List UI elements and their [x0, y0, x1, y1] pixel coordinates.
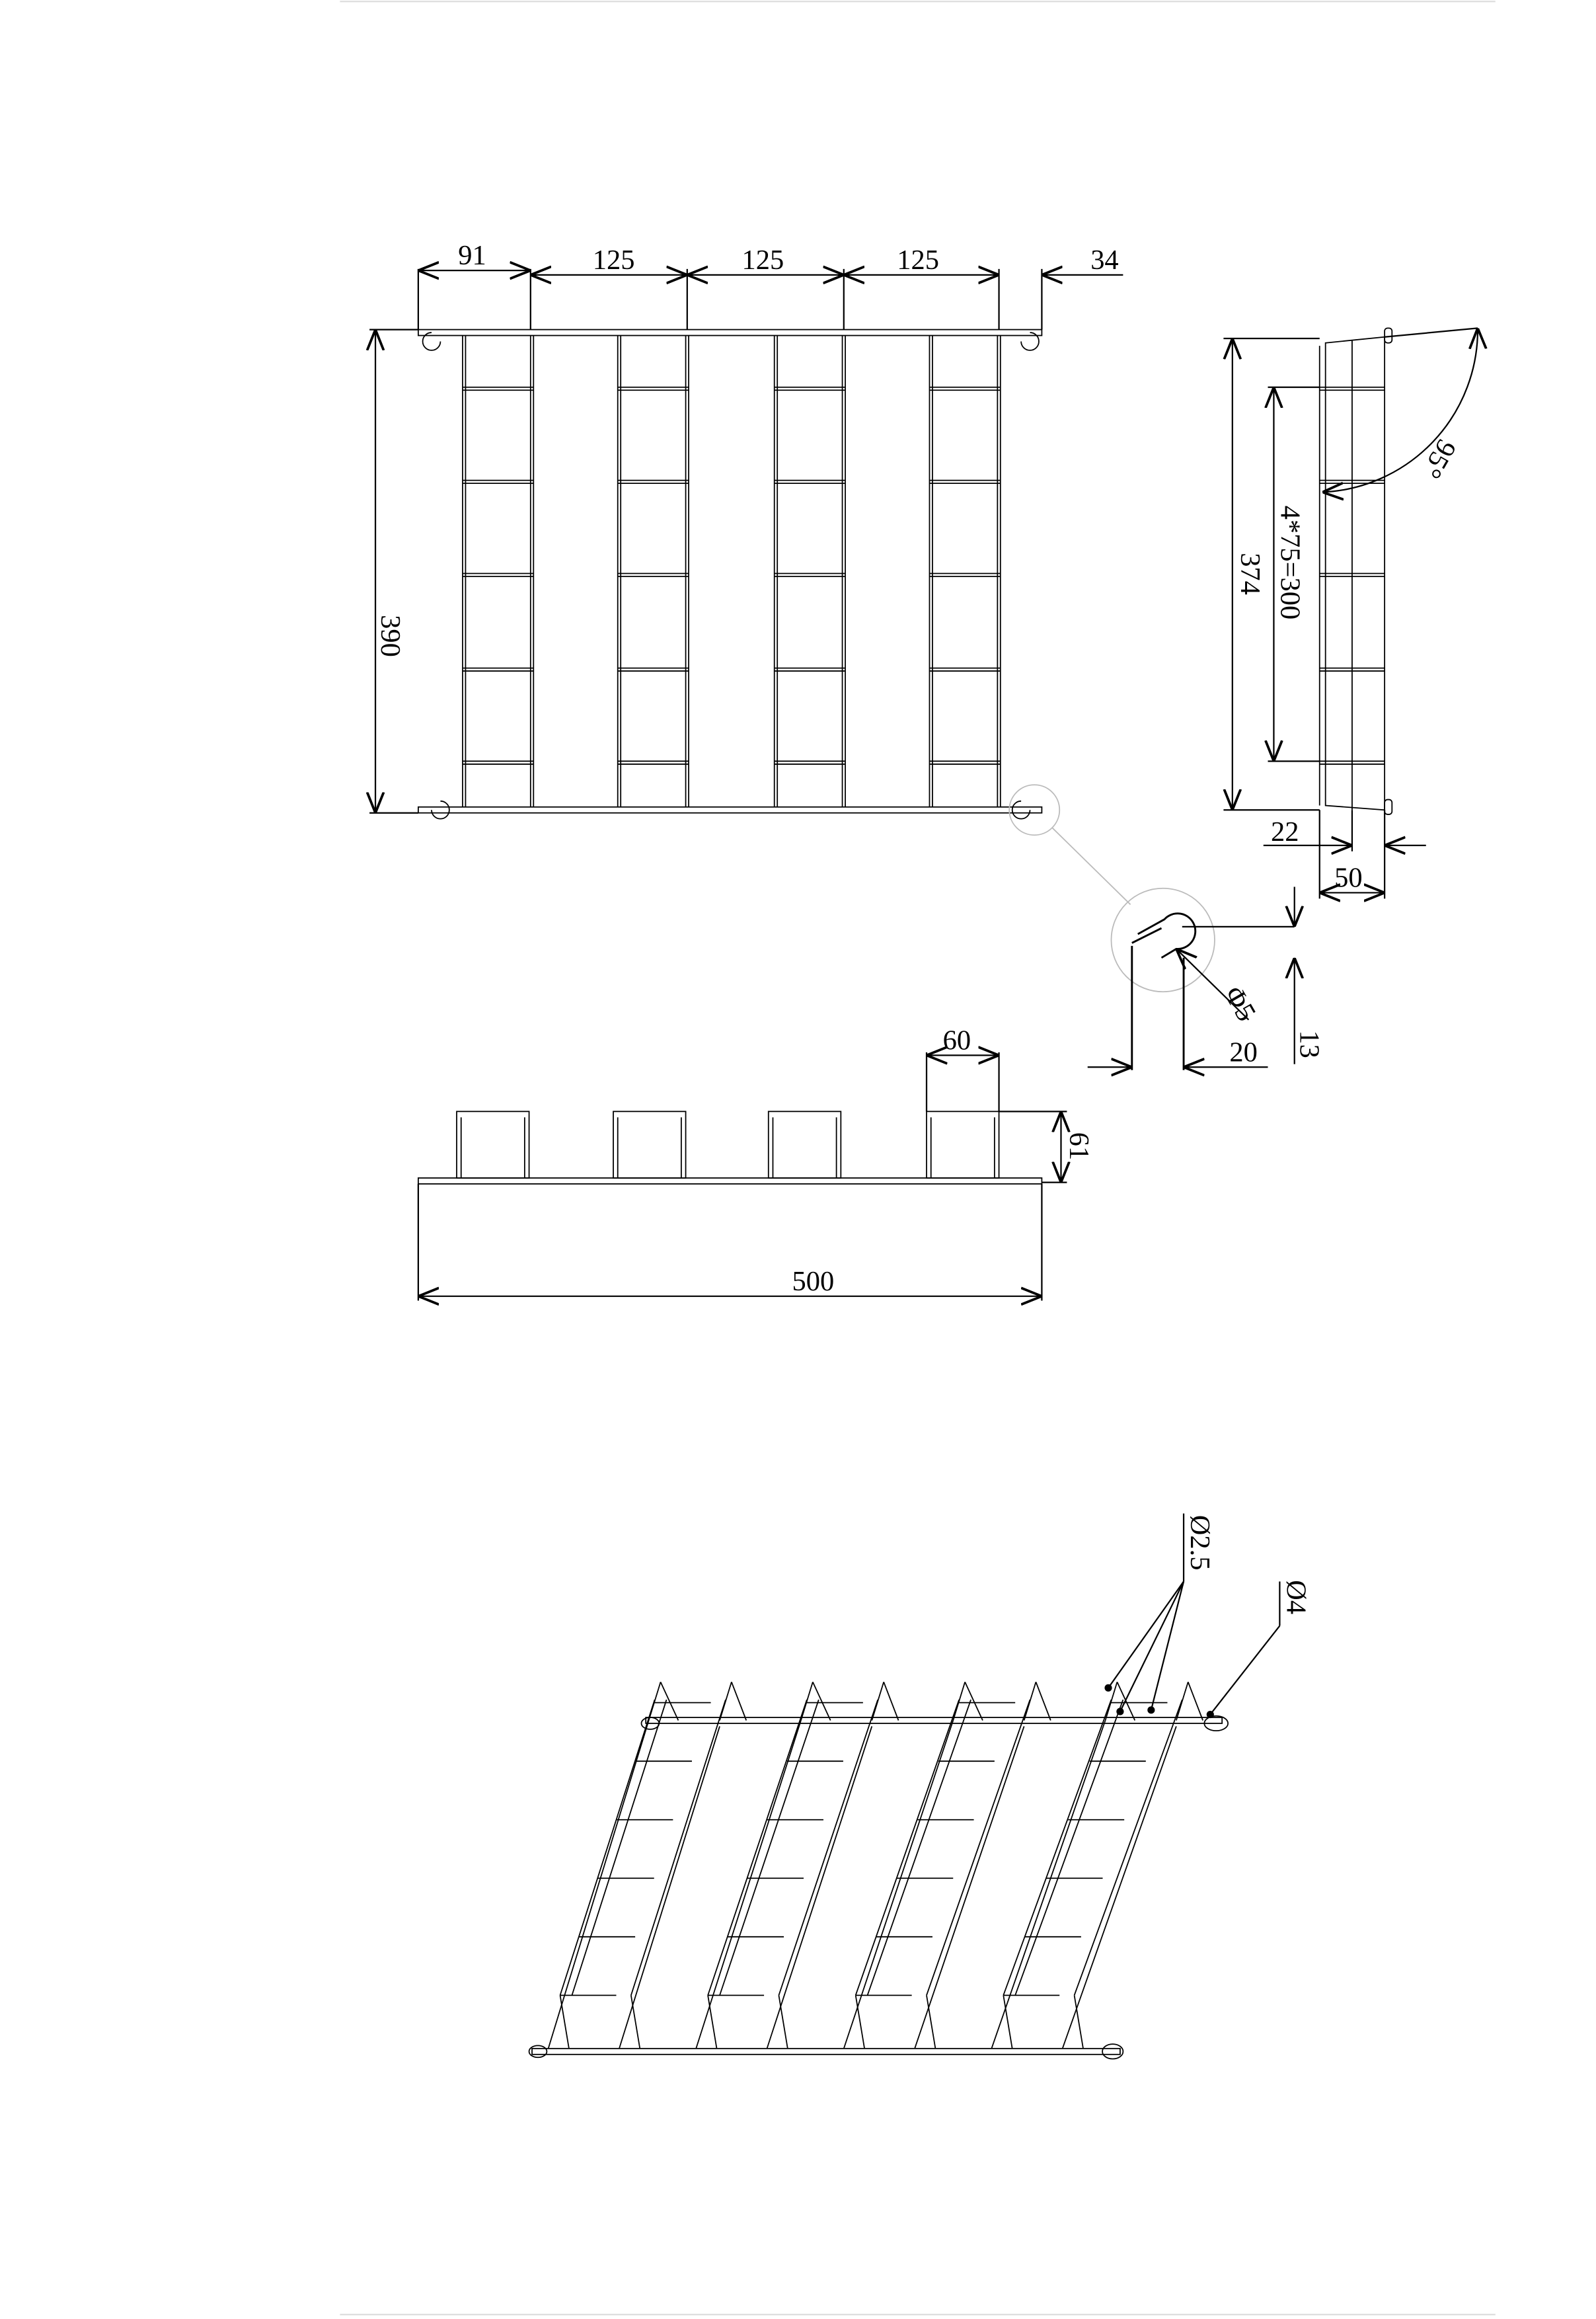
- front-basket: [767, 1111, 842, 1179]
- iso-wire: [719, 1699, 819, 1996]
- iso-wire: [766, 1726, 873, 2049]
- dim-angle: 95°: [1416, 434, 1462, 484]
- dim-125-b: 125: [742, 245, 784, 276]
- iso-wire: [1014, 1699, 1124, 1996]
- hook-detail: [1131, 912, 1197, 1070]
- iso-wire: [707, 1699, 808, 1996]
- front-basket: [926, 1111, 1000, 1179]
- iso-wire: [1116, 1681, 1136, 1721]
- iso-wire: [571, 1699, 667, 1996]
- iso-wire: [1003, 1699, 1112, 1996]
- iso-wire: [926, 1699, 1031, 1996]
- detail-leader: [1051, 827, 1131, 905]
- iso-wire: [731, 1682, 747, 1721]
- iso-wire: [866, 1699, 971, 1996]
- iso-wire: [1073, 1995, 1084, 2049]
- iso-wire: [695, 1720, 802, 2049]
- dim-22: 22: [1271, 816, 1299, 847]
- iso-wire: [559, 1995, 570, 2049]
- iso-wire: [855, 1995, 865, 2049]
- dim-34: 34: [1090, 245, 1118, 276]
- dim-390: 390: [375, 615, 406, 657]
- iso-wire: [1061, 1726, 1177, 2049]
- dim-13: 13: [1294, 1030, 1325, 1058]
- front-view: 60 61 500: [417, 1025, 1094, 1300]
- iso-wire: [991, 1720, 1106, 2049]
- iso-wire: [630, 1995, 641, 2049]
- iso-wire: [778, 1699, 879, 1996]
- iso-wire: [1073, 1699, 1183, 1996]
- iso-wire: [1003, 1995, 1013, 2049]
- detail-marker-circle: [1008, 784, 1061, 836]
- iso-wire: [778, 1995, 788, 2049]
- detail-view: Φ5 20 13: [1087, 886, 1325, 1070]
- iso-wire: [843, 1720, 954, 2049]
- leader-lines: [1108, 1513, 1281, 1715]
- dim-125-c: 125: [897, 245, 939, 276]
- iso-wire: [547, 1720, 650, 2049]
- iso-wire: [883, 1682, 899, 1721]
- dim-50: 50: [1334, 862, 1362, 893]
- iso-wire: [1035, 1682, 1051, 1721]
- front-basket: [456, 1111, 530, 1179]
- iso-wire: [707, 1995, 718, 2049]
- wire-diameter-4: Ø4: [1281, 1580, 1312, 1614]
- front-rail: [418, 1177, 1043, 1185]
- iso-wire: [1187, 1682, 1203, 1721]
- dim-125-a: 125: [593, 245, 635, 276]
- iso-wire: [964, 1681, 983, 1721]
- iso-wire: [914, 1726, 1025, 2049]
- dim-61: 61: [1063, 1132, 1094, 1160]
- dim-91: 91: [458, 240, 486, 271]
- top-dimension-lines: [369, 269, 1123, 814]
- dim-500: 500: [792, 1266, 835, 1297]
- dim-phi5: Φ5: [1218, 981, 1262, 1027]
- dim-20: 20: [1229, 1037, 1257, 1068]
- hook-ends: [422, 332, 1040, 820]
- iso-wire: [926, 1995, 936, 2049]
- dim-374: 374: [1235, 553, 1266, 595]
- top-rail: [418, 329, 1043, 336]
- wire-diameter-2-5: Ø2.5: [1184, 1515, 1215, 1571]
- top-view: 91 125 125 125 34 390: [369, 240, 1123, 820]
- bottom-rail: [418, 806, 1043, 814]
- isometric-view: Ø2.5 Ø4: [528, 1513, 1312, 2060]
- iso-front-rail: [531, 2047, 1121, 2055]
- side-view: 374 4*75=300 95° 22 50: [1223, 327, 1478, 898]
- side-dimension-lines: [1223, 327, 1478, 898]
- iso-wire: [812, 1681, 831, 1721]
- dim-pitch: 4*75=300: [1275, 506, 1306, 620]
- iso-wire: [619, 1726, 720, 2049]
- front-basket: [613, 1111, 687, 1179]
- iso-wire: [559, 1699, 656, 1996]
- iso-wire: [630, 1699, 726, 1996]
- dim-60: 60: [943, 1025, 971, 1056]
- detail-circle: [1110, 887, 1215, 993]
- iso-wire: [855, 1699, 960, 1996]
- iso-wire: [660, 1681, 679, 1721]
- iso-back-rail: [645, 1717, 1223, 1724]
